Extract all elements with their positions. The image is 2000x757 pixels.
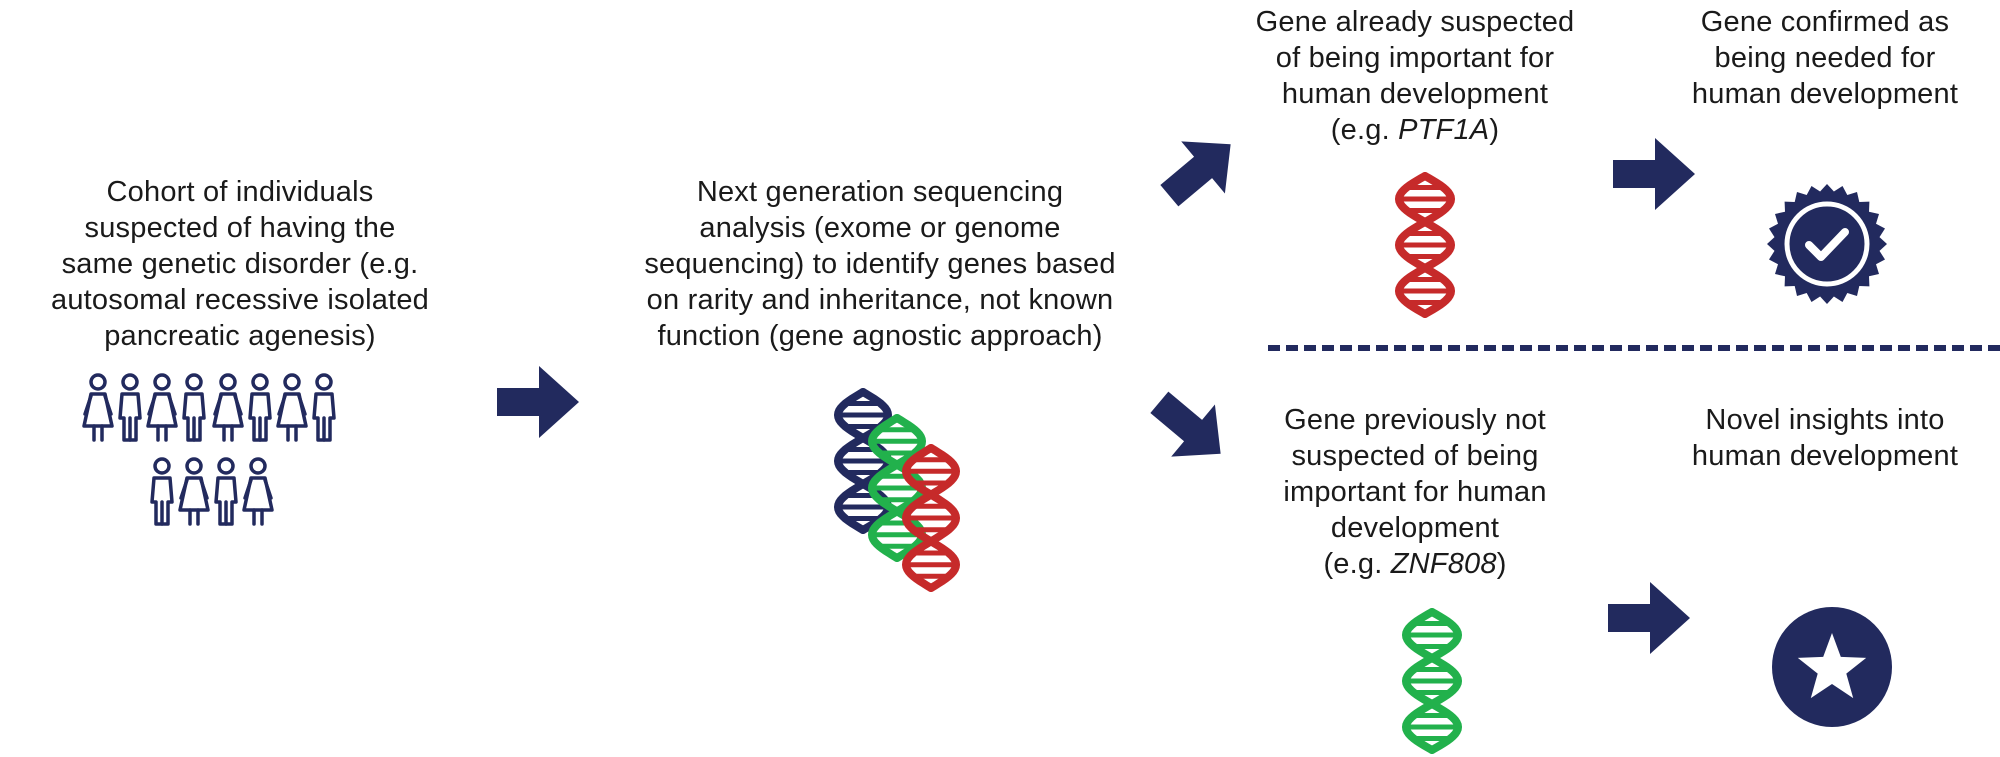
sequencing-line-2: analysis (exome or genome — [699, 212, 1061, 244]
sequencing-description: Next generation sequencing analysis (exo… — [590, 174, 1170, 354]
gene-name-znf808: ZNF808 — [1390, 548, 1497, 580]
dna-navy-strand — [833, 388, 893, 534]
star-badge-icon — [1772, 607, 1892, 727]
arrow-down-right-icon — [1150, 391, 1221, 457]
verified-badge-icon — [1767, 184, 1887, 304]
gene-name-ptf1a: PTF1A — [1398, 114, 1490, 146]
arrow-right-icon — [1608, 582, 1690, 654]
unsuspected-gene-description: Gene previously not suspected of being i… — [1210, 402, 1620, 582]
arrow-right-icon — [1613, 138, 1695, 210]
cohort-line-2: suspected of having the — [84, 212, 396, 244]
unsuspected-gene-line-1: Gene previously not — [1284, 404, 1546, 436]
unsuspected-gene-line-4: development — [1330, 512, 1500, 544]
arrow-right-icon — [497, 366, 579, 438]
suspected-gene-example: (e.g. PTF1A) — [1330, 114, 1500, 146]
suspected-gene-description: Gene already suspected of being importan… — [1205, 4, 1625, 148]
suspected-gene-line-1: Gene already suspected — [1255, 6, 1575, 38]
cohort-description: Cohort of individuals suspected of havin… — [10, 174, 470, 354]
arrow-up-right-icon — [1160, 141, 1231, 207]
unsuspected-gene-line-2: suspected of being — [1291, 440, 1539, 472]
people-group-icon — [82, 373, 336, 526]
cohort-line-5: pancreatic agenesis) — [104, 320, 376, 352]
sequencing-line-3: sequencing) to identify genes based — [644, 248, 1116, 280]
suspected-gene-line-3: human development — [1281, 78, 1549, 110]
unsuspected-gene-example: (e.g. ZNF808) — [1323, 548, 1507, 580]
branch-divider — [1268, 345, 2000, 351]
confirmed-line-1: Gene confirmed as — [1700, 6, 1950, 38]
cohort-line-4: autosomal recessive isolated — [51, 284, 429, 316]
dna-multiple-icon — [833, 388, 961, 592]
cohort-line-1: Cohort of individuals — [106, 176, 374, 208]
dna-green-icon — [1401, 608, 1463, 754]
sequencing-line-1: Next generation sequencing — [696, 176, 1064, 208]
novel-line-1: Novel insights into — [1705, 404, 1945, 436]
sequencing-line-4: on rarity and inheritance, not known — [646, 284, 1114, 316]
dna-green-single — [1401, 608, 1463, 754]
dna-red-single — [1394, 172, 1456, 318]
sequencing-line-5: function (gene agnostic approach) — [657, 320, 1103, 352]
confirmed-line-3: human development — [1691, 78, 1959, 110]
novel-line-2: human development — [1691, 440, 1959, 472]
unsuspected-gene-line-3: important for human — [1283, 476, 1547, 508]
cohort-line-3: same genetic disorder (e.g. — [61, 248, 419, 280]
dna-red-strand — [901, 444, 961, 592]
novel-description: Novel insights into human development — [1625, 402, 2000, 474]
dna-red-icon — [1394, 172, 1456, 318]
confirmed-line-2: being needed for — [1714, 42, 1936, 74]
suspected-gene-line-2: of being important for — [1275, 42, 1555, 74]
confirmed-description: Gene confirmed as being needed for human… — [1625, 4, 2000, 112]
